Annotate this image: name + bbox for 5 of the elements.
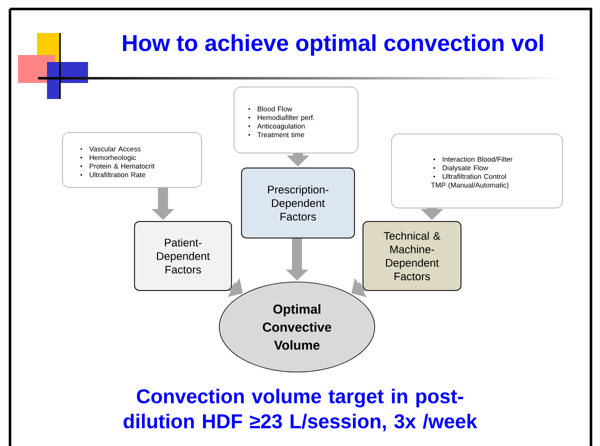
factor-box: Patient-Dependent Factors bbox=[134, 221, 232, 291]
slide-title: How to achieve optimal convection vol bbox=[123, 34, 543, 56]
factor-box: Prescription-Dependent Factors bbox=[241, 168, 355, 238]
caption: Convection volume target in post-dilution HDF ≥23 L/session, 3x /week bbox=[124, 388, 478, 432]
factor-box: Technical & Machine-Dependent Factors bbox=[362, 221, 462, 291]
